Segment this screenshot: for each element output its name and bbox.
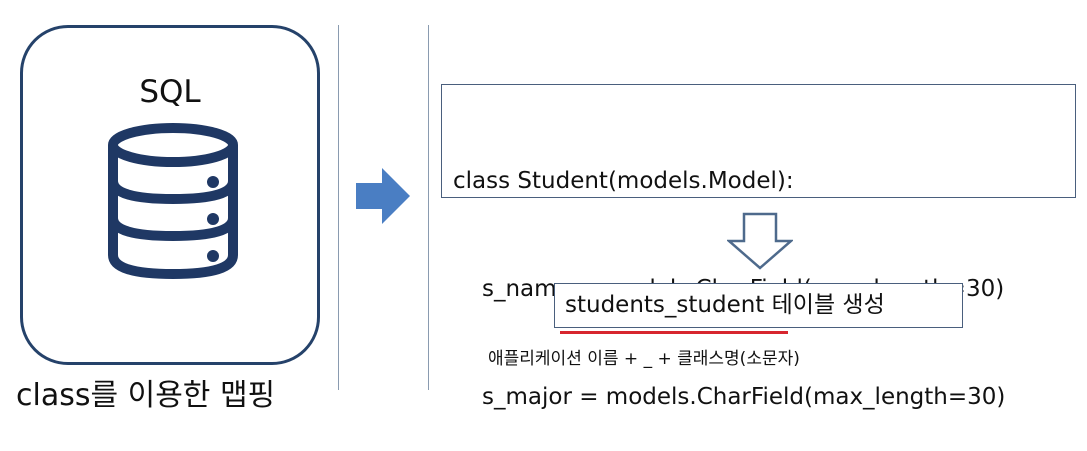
sql-database-card: SQL xyxy=(20,25,320,365)
code-line-s-major: s_major = models.CharField(max_length=30… xyxy=(482,384,1006,410)
database-icon xyxy=(108,123,238,279)
mapping-caption: class를 이용한 맵핑 xyxy=(16,378,276,413)
code-line-class: class Student(models.Model): xyxy=(453,168,794,194)
divider-left xyxy=(338,25,339,390)
table-name-underline xyxy=(560,331,788,334)
table-name-box: students_student 테이블 생성 xyxy=(554,283,963,328)
right-arrow-icon xyxy=(356,168,410,224)
model-code-box: class Student(models.Model): s_name = mo… xyxy=(441,84,1076,410)
divider-right xyxy=(428,25,429,390)
naming-rule-note: 애플리케이션 이름 + _ + 클래스명(소문자) xyxy=(488,349,800,369)
sql-label: SQL xyxy=(139,74,201,110)
down-arrow-icon xyxy=(727,212,793,270)
